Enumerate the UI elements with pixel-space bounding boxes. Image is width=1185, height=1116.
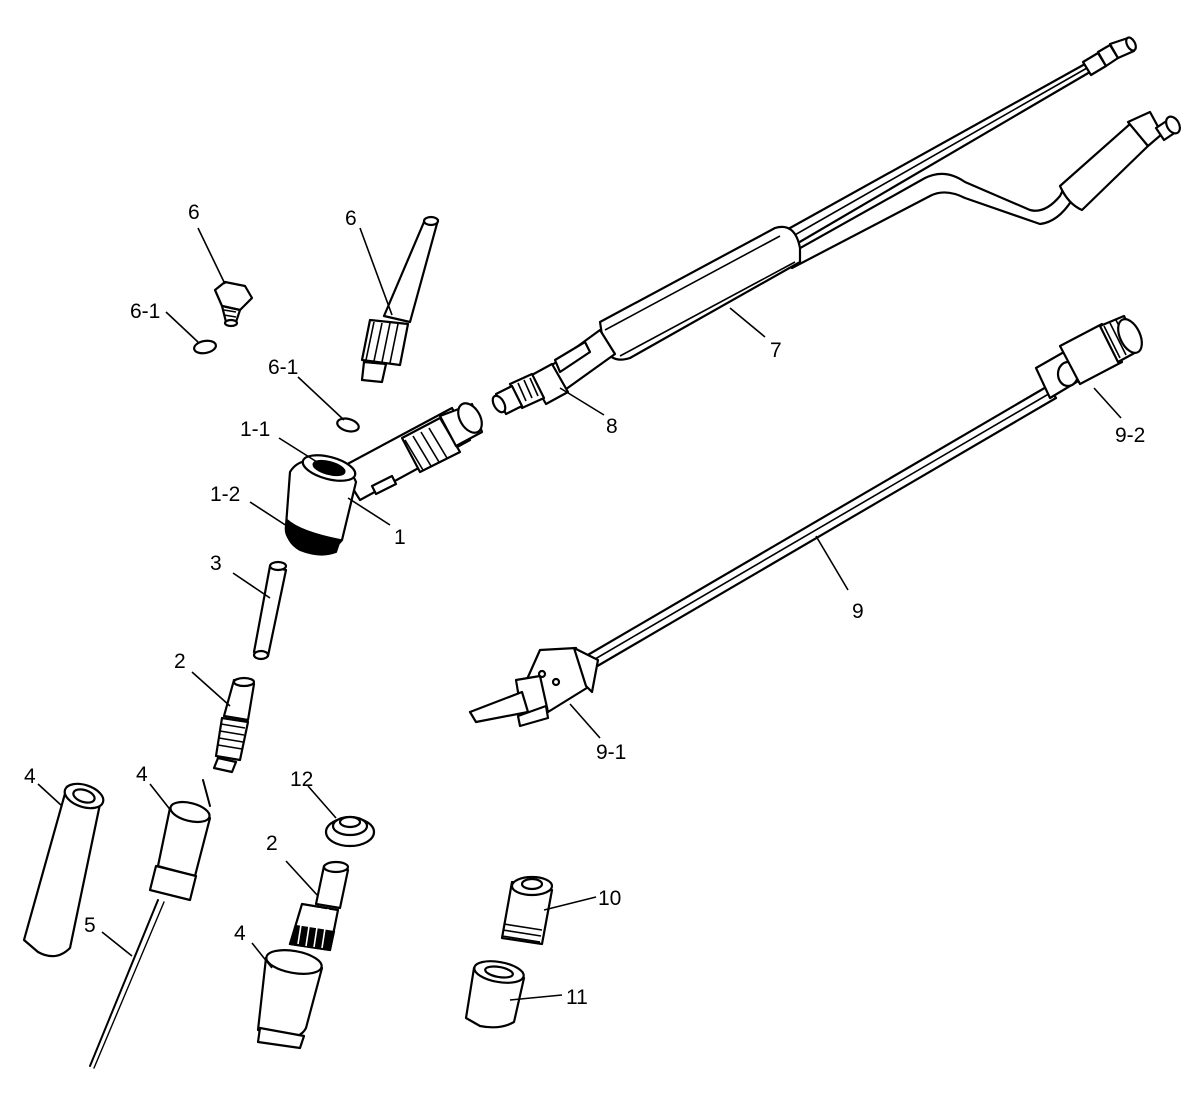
torch-body — [284, 402, 484, 556]
label-6-1-right: 6-1 — [268, 356, 298, 379]
part-11-sleeve — [464, 960, 526, 1029]
label-3: 3 — [210, 552, 222, 575]
gas-lens-insulator — [324, 815, 376, 848]
collet-rod — [252, 560, 288, 661]
label-6-1-left: 6-1 — [130, 300, 160, 323]
label-1-2: 1-2 — [210, 483, 240, 506]
label-8: 8 — [606, 415, 618, 438]
label-6-short-cap: 6 — [188, 201, 200, 224]
label-7: 7 — [770, 339, 782, 362]
label-11: 11 — [566, 986, 588, 1009]
label-1-1: 1-1 — [240, 418, 270, 441]
long-back-cap — [336, 215, 440, 433]
label-6-long-cap: 6 — [345, 207, 357, 230]
label-9-1: 9-1 — [596, 741, 626, 764]
power-cable — [468, 314, 1143, 728]
label-9-2: 9-2 — [1115, 424, 1145, 447]
label-2-lower: 2 — [266, 832, 278, 855]
label-5: 5 — [84, 914, 96, 937]
part-labels: 6 6-1 6 6-1 1-1 1-2 1 3 2 4 4 5 12 2 4 7… — [24, 201, 1145, 1009]
label-9: 9 — [852, 600, 864, 623]
nozzle-gas-lens — [256, 949, 324, 1050]
nozzle-long — [22, 782, 105, 958]
leader-lines — [37, 227, 1122, 1001]
label-1: 1 — [394, 526, 406, 549]
gas-lens-collet — [288, 860, 350, 952]
short-back-cap — [193, 280, 254, 355]
label-4-lower: 4 — [234, 922, 246, 945]
label-12: 12 — [290, 768, 313, 791]
hose-end-fitting — [491, 328, 617, 416]
hose-cable-assembly — [598, 36, 1181, 361]
label-10: 10 — [598, 887, 621, 910]
label-2-upper: 2 — [174, 650, 186, 673]
nozzle-with-electrode — [89, 779, 212, 1069]
label-4-middle: 4 — [136, 763, 148, 786]
collet-upper — [212, 676, 256, 774]
part-10-cap — [500, 875, 554, 946]
label-4-left: 4 — [24, 765, 36, 788]
